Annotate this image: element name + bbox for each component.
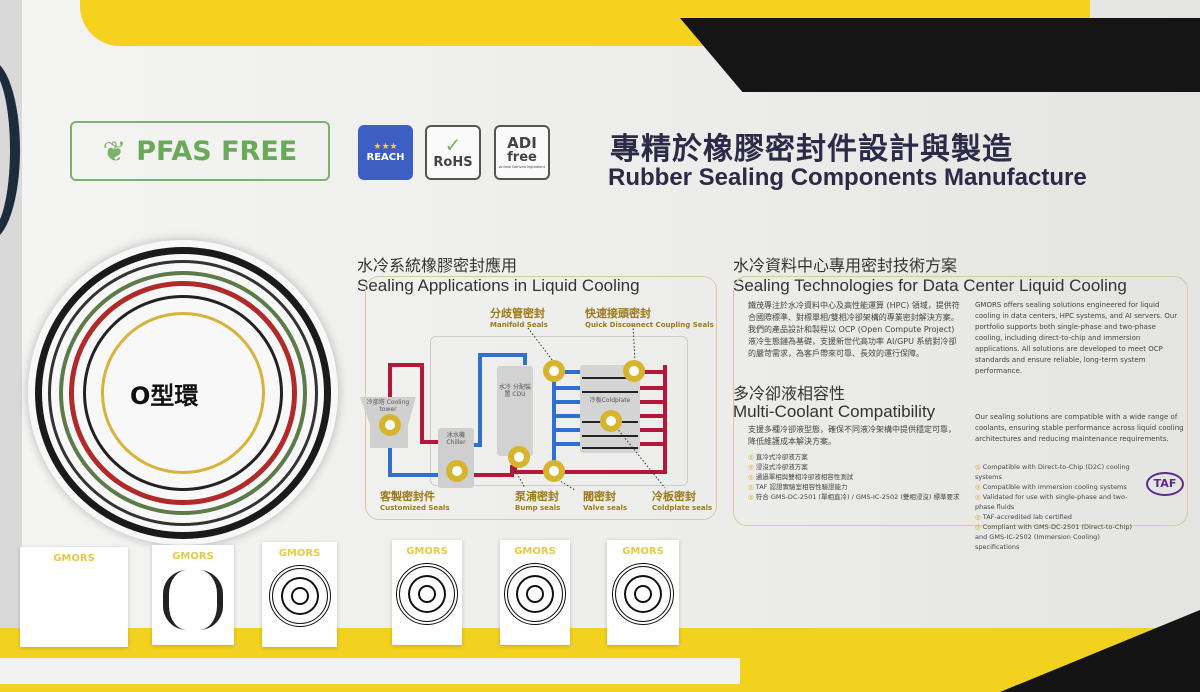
rack-outline: [430, 336, 688, 486]
oring-display-disc: [28, 240, 338, 545]
pfas-free-badge: ❦ PFAS FREE: [70, 121, 330, 181]
data-center-panel: [733, 276, 1188, 526]
multi-coolant-title-en: Multi-Coolant Compatibility: [733, 402, 936, 421]
bullet-icon: ◎: [975, 463, 983, 471]
sample-card-oring-set: GMORS: [392, 540, 462, 645]
list-item: ◎ Compatible with immersion cooling syst…: [975, 483, 1127, 491]
chiller-label: 冰水機 Chiller: [446, 432, 466, 446]
black-banner: [680, 18, 1200, 92]
bullet-icon: ◎: [748, 463, 756, 471]
multi-coolant-bullets-zh: ◎ 直冷式冷卻液方案 ◎ 浸沒式冷卻液方案 ◎ 通過單相與雙相冷卻液相容性測試 …: [748, 452, 968, 502]
list-item: ◎ Compliant with GMS-DC-2501 (Direct-to-…: [975, 523, 1132, 551]
taf-logo: TAF: [1146, 472, 1184, 496]
hot-pipe: [470, 465, 514, 477]
seal-ring-icon: [446, 460, 468, 482]
check-icon: ✓: [444, 133, 462, 157]
bullet-icon: ◎: [748, 473, 756, 481]
shelf-front: [0, 658, 740, 684]
seal-ring-icon: [600, 410, 622, 432]
cdu-label: 水冷 分配裝置 CDU: [499, 384, 531, 398]
sample-card-oring-set: GMORS: [262, 542, 337, 647]
liquid-cooling-title-zh: 水冷系統橡膠密封應用: [357, 256, 518, 275]
bullet-icon: ◎: [748, 483, 756, 491]
coldplate-label: 冷板Coldplate: [589, 397, 631, 404]
headline-zh: 專精於橡膠密封件設計與製造: [610, 132, 1013, 167]
hot-pipe: [388, 363, 444, 444]
sample-card-profiles: GMORS: [20, 547, 128, 647]
list-item: ◎ 通過單相與雙相冷卻液相容性測試: [748, 473, 854, 481]
list-item: ◎ TAF 認證實驗室相容性驗證能力: [748, 483, 848, 491]
cold-pipe: [470, 353, 527, 447]
data-center-text-en: GMORS offers sealing solutions engineere…: [975, 301, 1178, 375]
multi-coolant-bullets-en: ◎ Compatible with Direct-to-Chip (D2C) c…: [975, 462, 1143, 552]
data-center-text-zh: 鐵茂專注於水冷資料中心及高性能運算 (HPC) 領域，提供符合國際標準、對標單相…: [748, 301, 960, 358]
sample-card-vrings: GMORS: [152, 545, 234, 645]
seal-ring-icon: [508, 446, 530, 468]
bullet-icon: ◎: [975, 513, 983, 521]
sample-card-oring-set: GMORS: [500, 540, 570, 645]
list-item: ◎ Validated for use with single-phase an…: [975, 493, 1128, 511]
cdu: [497, 366, 533, 456]
rohs-badge: ✓ RoHS: [425, 125, 481, 180]
bullet-icon: ◎: [975, 483, 983, 491]
list-item: ◎ Compatible with Direct-to-Chip (D2C) c…: [975, 463, 1130, 481]
list-item: ◎ 直冷式冷卻液方案: [748, 453, 808, 461]
multi-coolant-text-en: Our sealing solutions are compatible wit…: [975, 413, 1184, 443]
stars-icon: ★★★: [373, 142, 398, 152]
bullet-icon: ◎: [748, 453, 756, 461]
leaf-icon: ❦: [102, 134, 127, 168]
data-center-title-zh: 水冷資料中心專用密封技術方案: [733, 256, 958, 275]
bullet-icon: ◎: [975, 493, 983, 501]
seal-ring-icon: [543, 360, 565, 382]
seal-ring-icon: [379, 414, 401, 436]
cooling-tower-label: 冷卻塔 Cooling tower: [366, 399, 410, 413]
hot-pipe: [513, 365, 667, 474]
multi-coolant-text-zh: 支援多種冷卻液型態，確保不同液冷架構中提供穩定可靠，降低維護成本解決方案。: [748, 425, 956, 446]
cold-pipe: [388, 440, 444, 477]
seal-ring-icon: [623, 360, 645, 382]
list-item: ◎ TAF-accredited lab certified: [975, 513, 1072, 521]
sample-card-oring-set: GMORS: [607, 540, 679, 645]
reach-badge: ★★★ REACH: [358, 125, 413, 180]
coldplate: [580, 365, 640, 453]
bullet-icon: ◎: [975, 523, 983, 531]
liquid-cooling-title-en: Sealing Applications in Liquid Cooling: [357, 276, 640, 295]
multi-coolant-title-zh: 多冷卻液相容性: [733, 384, 846, 403]
oring-label: O型環: [130, 382, 199, 410]
seal-ring-icon: [543, 460, 565, 482]
headline-en: Rubber Sealing Components Manufacture: [608, 164, 1087, 191]
data-center-title-en: Sealing Technologies for Data Center Liq…: [733, 276, 1127, 295]
list-item: ◎ 符合 GMS-DC-2501 (單相直冷) / GMS-IC-2502 (雙…: [748, 493, 960, 501]
adi-free-badge: ADI free Animal Derived Ingredient: [494, 125, 550, 180]
list-item: ◎ 浸沒式冷卻液方案: [748, 463, 808, 471]
bullet-icon: ◎: [748, 493, 756, 501]
